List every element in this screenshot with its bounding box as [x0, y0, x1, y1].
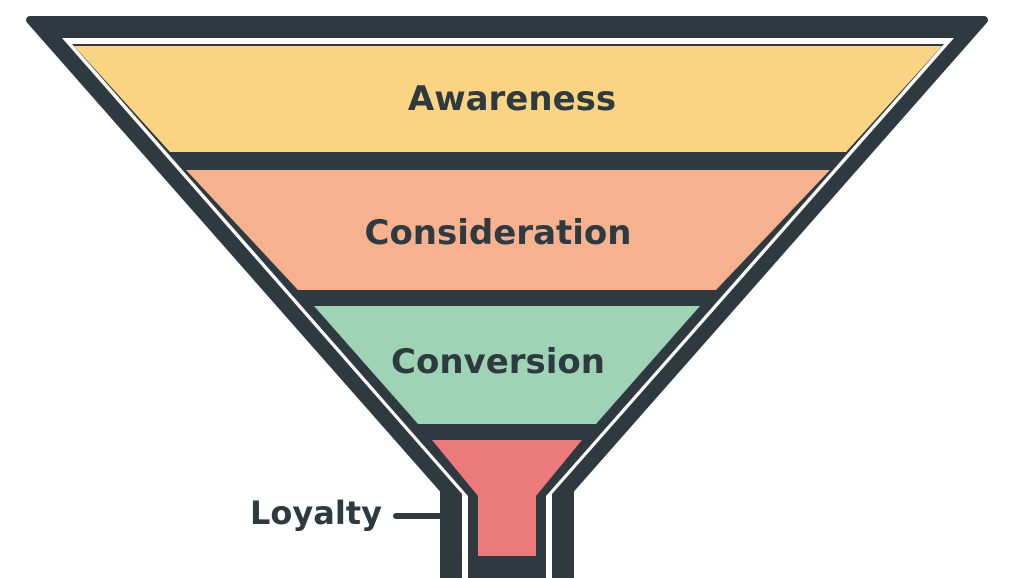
stage-label-conversion: Conversion [391, 342, 605, 382]
stage-label-consideration: Consideration [365, 213, 632, 253]
stage-band-conversion [314, 306, 700, 424]
stage-label-awareness: Awareness [408, 79, 616, 119]
loyalty-label: Loyalty [250, 494, 382, 532]
stage-band-loyalty [432, 440, 582, 556]
stage-band-awareness [74, 46, 942, 152]
stage-band-consideration [186, 170, 830, 290]
